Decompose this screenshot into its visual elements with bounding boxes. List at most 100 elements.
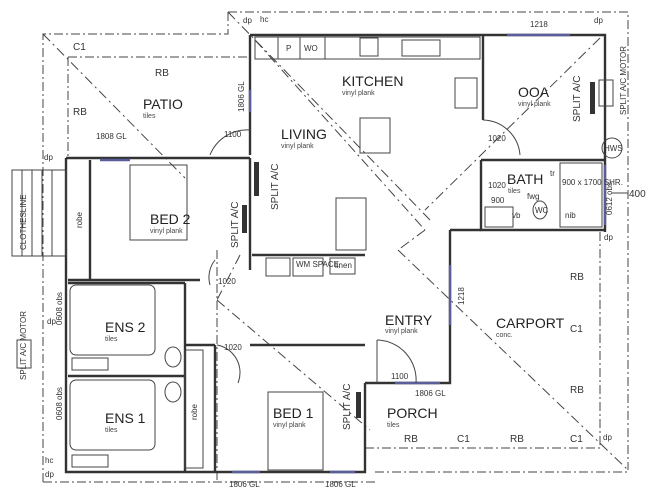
ens1-obs-label: 0608 obs <box>55 387 64 420</box>
dim-bath-basin: 900 <box>491 196 505 205</box>
dining-table-icon <box>359 117 391 154</box>
shower-label: 900 x 1700 SHR. <box>562 178 623 187</box>
ens1-finish: tiles <box>105 427 118 434</box>
bed2-finish: vinyl plank <box>150 228 183 235</box>
dim-bed1-window-right: 1806 GL <box>325 480 356 489</box>
dp-label: dp <box>47 317 56 326</box>
dim-patio-door: 1100 <box>224 130 242 139</box>
bath-label: BATH <box>507 171 543 187</box>
split-ac-label: SPLIT A/C <box>270 163 281 210</box>
ensuite-fixtures <box>16 284 182 468</box>
bed1-robe <box>184 349 204 469</box>
dim-bath-door: 1020 <box>488 181 506 190</box>
hws-label: HWS <box>604 144 623 153</box>
dim-entry-window: 1806 GL <box>415 389 446 398</box>
dim-ooa-door: 1020 <box>488 134 506 143</box>
basin-icon <box>164 381 182 403</box>
entry-label: ENTRY <box>385 312 433 328</box>
dim-top-window: 1218 <box>530 20 548 29</box>
porch-finish: tiles <box>387 422 400 429</box>
wm-box2 <box>292 257 324 277</box>
wc-icon <box>532 200 548 220</box>
ens2-obs-label: 0608 obs <box>55 292 64 325</box>
ens2-finish: tiles <box>105 336 118 343</box>
roof-hip-lines <box>42 11 629 471</box>
dim-bed2-door: 1020 <box>218 277 236 286</box>
dim-bed1-door: 1020 <box>224 343 242 352</box>
dim-bed1-window-left: 1806 GL <box>229 480 260 489</box>
robe-label: robe <box>190 403 199 420</box>
fridge-icon <box>454 77 478 109</box>
vb-label: vb <box>512 211 521 220</box>
rb-label: RB <box>570 385 584 396</box>
dim-patio-window: 1808 GL <box>96 132 127 141</box>
dim-entry-side-window: 1218 <box>457 287 466 305</box>
dim-entry-door: 1100 <box>391 372 409 381</box>
cooktop-icon <box>359 37 379 57</box>
shower-icon <box>559 162 603 228</box>
bath-fixtures <box>484 79 623 228</box>
clothesline <box>11 169 67 257</box>
entry-finish: vinyl plank <box>385 328 418 335</box>
split-ac-motor-label: SPLIT A/C MOTOR <box>619 46 628 115</box>
wm-box <box>265 257 291 277</box>
dp-label: dp <box>603 433 612 442</box>
dp-label: dp <box>604 233 613 242</box>
kitchen-label: KITCHEN <box>342 73 403 89</box>
ac-motor-icon <box>598 79 614 107</box>
split-ac-motor-label: SPLIT A/C MOTOR <box>19 311 28 380</box>
dp-label: dp <box>45 470 54 479</box>
callout-label: 400 NIC WIN <box>629 189 648 200</box>
wm-space-label: WM SPACE <box>296 260 339 269</box>
bed2-label: BED 2 <box>150 211 191 227</box>
windows <box>100 33 607 474</box>
bed2-icon <box>129 164 188 241</box>
fwg-label: fwg <box>527 192 539 201</box>
basin-icon <box>164 346 182 368</box>
living-finish: vinyl plank <box>281 143 314 150</box>
ooa-label: OOA <box>518 84 550 100</box>
c1-label: C1 <box>73 42 86 53</box>
rb-label: RB <box>404 434 418 445</box>
split-ac-label: SPLIT A/C <box>572 75 583 122</box>
clothesline-label: CLOTHESLINE <box>19 194 28 250</box>
roof-outline <box>42 11 629 483</box>
porch-label: PORCH <box>387 405 438 421</box>
wall-oven-label: WO <box>304 44 318 53</box>
nib-label: nib <box>565 211 576 220</box>
patio-label: PATIO <box>143 96 183 112</box>
pantry-label: P <box>286 44 291 53</box>
ens2-label: ENS 2 <box>105 319 146 335</box>
carport-label: CARPORT <box>496 315 565 331</box>
c1-label: C1 <box>457 434 470 445</box>
bath-finish: tiles <box>508 188 521 195</box>
bed1-label: BED 1 <box>273 405 314 421</box>
kitchen-sink-icon <box>401 39 441 57</box>
rb-label: RB <box>155 68 169 79</box>
dp-label: dp <box>243 16 252 25</box>
sofa-icon <box>335 197 367 251</box>
bed1-icon <box>267 391 324 471</box>
carport-finish: conc. <box>496 332 513 339</box>
linen-label: linen <box>335 261 352 270</box>
linen-box <box>329 257 356 275</box>
hws-icon <box>601 137 623 159</box>
kitchen-finish: vinyl plank <box>342 90 375 97</box>
vanity-icon <box>484 206 514 228</box>
split-ac-units <box>242 82 595 418</box>
ens1-label: ENS 1 <box>105 410 146 426</box>
doors <box>208 119 521 384</box>
c1-label: C1 <box>570 434 583 445</box>
dim-patio-side-window: 1806 GL <box>237 81 246 112</box>
ac-motor-icon <box>16 339 32 369</box>
dp-label: dp <box>594 16 603 25</box>
split-ac-label: SPLIT A/C <box>230 201 241 248</box>
bed-icons <box>129 164 356 471</box>
rb-label: RB <box>510 434 524 445</box>
hc-label: hc <box>260 15 268 24</box>
tr-label: tr <box>550 169 555 178</box>
rb-label: RB <box>73 107 87 118</box>
robe-label: robe <box>75 211 84 228</box>
bed1-finish: vinyl plank <box>273 422 306 429</box>
